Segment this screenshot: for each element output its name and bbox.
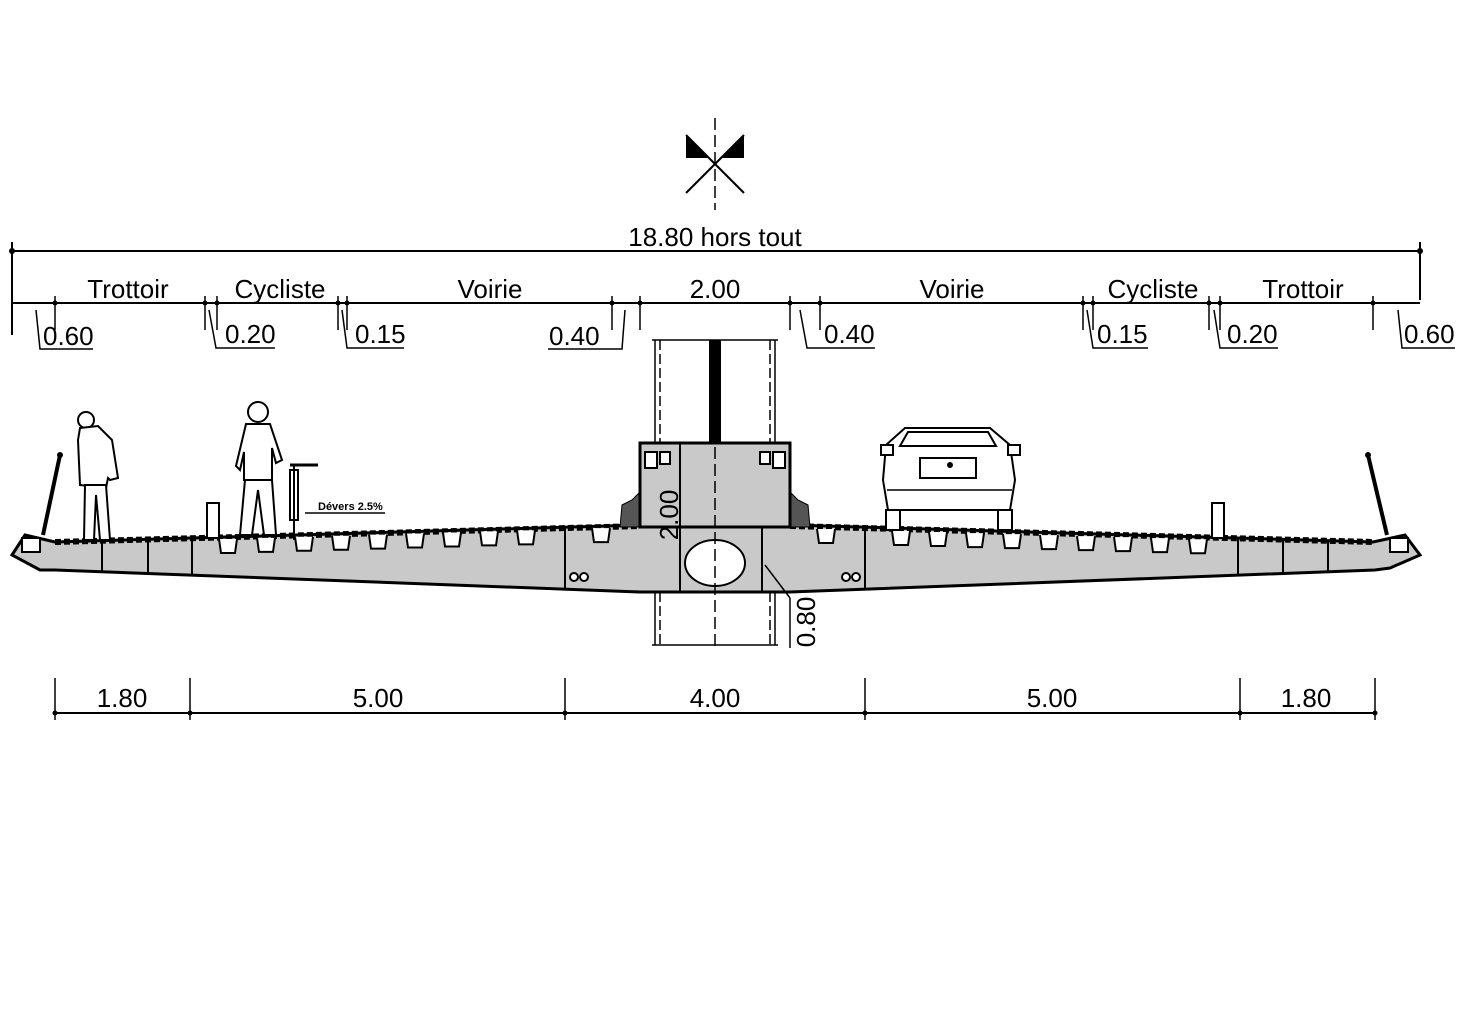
deck-slot: [368, 534, 388, 550]
overall-dimension: 18.80 hors tout: [9, 222, 1423, 335]
deck-depth-label: 0.80: [791, 597, 821, 648]
dim-sidewalk-left: 1.80: [97, 683, 148, 713]
zone-dimension-line: Trottoir Cycliste Voirie 2.00 Voirie Cyc…: [12, 274, 1455, 351]
offset-label: 0.20: [225, 319, 276, 349]
deck-slot: [405, 533, 425, 549]
bollard: [1211, 502, 1225, 539]
pylon-height-label: 2.00: [654, 490, 684, 541]
offset-label: 0.20: [1227, 319, 1278, 349]
deck-slot: [965, 532, 985, 549]
zone-label-voirie-left: Voirie: [457, 274, 522, 304]
deck-slot: [1076, 535, 1096, 552]
overall-width-label: 18.80 hors tout: [628, 222, 802, 252]
deck-slot: [1188, 539, 1208, 555]
deck-slot: [331, 535, 351, 551]
dim-sidewalk-right: 1.80: [1281, 683, 1332, 713]
deck-slot: [442, 532, 462, 548]
offset-label: 0.15: [355, 319, 406, 349]
dim-lane-left: 5.00: [353, 683, 404, 713]
deck-slot: [1039, 534, 1059, 551]
deck-slot: [479, 531, 499, 547]
car-figure: [880, 427, 1021, 531]
railing-left: [21, 452, 63, 553]
deck-slot: [891, 530, 911, 547]
axis-symbol-icon: [685, 118, 745, 210]
offset-label: 0.60: [43, 321, 94, 351]
deck-slot: [294, 536, 314, 552]
deck-slot: [256, 537, 276, 553]
dim-median: 4.00: [690, 683, 741, 713]
deck-slot: [591, 527, 611, 544]
zone-label-cycliste-right: Cycliste: [1107, 274, 1198, 304]
dim-lane-right: 5.00: [1027, 683, 1078, 713]
zone-label-voirie-right: Voirie: [919, 274, 984, 304]
deck-slot: [1113, 536, 1133, 553]
bottom-dimension-line: 1.80 5.00 4.00 5.00 1.80: [52, 678, 1378, 720]
zone-label-median: 2.00: [690, 274, 741, 304]
offset-label: 0.40: [549, 321, 600, 351]
slope-note: Dévers 2.5%: [318, 501, 383, 513]
deck-slot: [816, 528, 836, 544]
offset-label: 0.60: [1404, 319, 1455, 349]
zone-label-trottoir-left: Trottoir: [87, 274, 169, 304]
deck-slot: [1002, 533, 1022, 550]
railing-right: [1365, 452, 1409, 553]
zone-label-cycliste-left: Cycliste: [234, 274, 325, 304]
deck-slot: [218, 538, 238, 554]
offset-label: 0.15: [1097, 319, 1148, 349]
offset-label: 0.40: [824, 319, 875, 349]
cyclist-figure: Dévers 2.5%: [234, 401, 385, 540]
bollard: [206, 502, 220, 539]
pedestrian-figure: [76, 411, 120, 541]
deck: [9, 430, 1423, 650]
deck-slot: [928, 531, 948, 548]
zone-label-trottoir-right: Trottoir: [1262, 274, 1344, 304]
deck-slot: [1150, 538, 1170, 554]
deck-slot: [516, 530, 536, 546]
